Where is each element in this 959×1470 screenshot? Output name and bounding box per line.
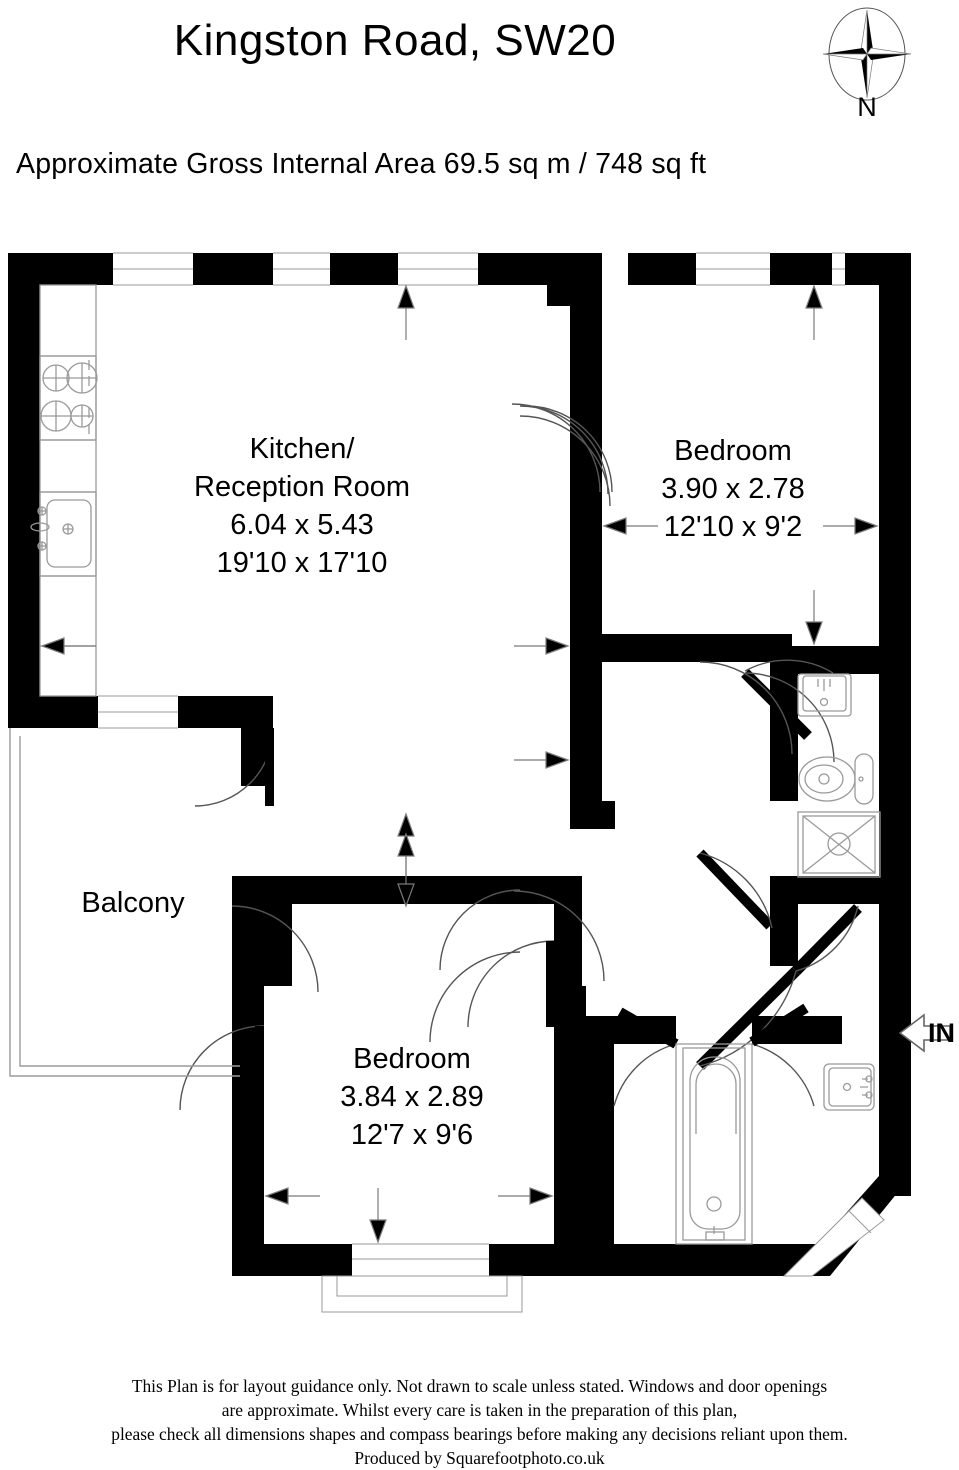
dimension-markers-extra: [397, 832, 415, 876]
room-label-bedroom-2: Bedroom 3.84 x 2.89 12'7 x 9'6: [340, 1043, 484, 1151]
footer-line-4: Produced by Squarefootphoto.co.uk: [354, 1448, 605, 1469]
bedroom1-metric: 3.90 x 2.78: [661, 473, 805, 505]
hall-door-arcs: [429, 405, 611, 1043]
washbasin-icon: [823, 1063, 875, 1111]
floorplan-drawing: Kitchen/ Reception Room 6.04 x 5.43 19'1…: [8, 252, 955, 1313]
bathtub-icon: [675, 1043, 753, 1245]
dimension-arrow-bedroom1-top: [805, 284, 823, 340]
footer-disclaimer: This Plan is for layout guidance only. N…: [0, 1374, 959, 1470]
shower-tray-icon: [797, 811, 881, 878]
doors: [179, 403, 862, 1111]
dimension-arrow-bedroom1-left: [602, 517, 658, 535]
sink-icon: [30, 491, 97, 577]
bedroom2-name: Bedroom: [353, 1043, 471, 1075]
toilet-icon: [798, 753, 874, 805]
kitchen-name-line2: Reception Room: [194, 471, 410, 503]
dimension-arrow-up-kitchen: [397, 284, 415, 340]
compass-rose-icon: [812, 6, 922, 124]
dimension-arrow-bedroom1-right: [823, 517, 879, 535]
dimension-arrow-bedroom2-bottom: [369, 1188, 387, 1244]
dimension-arrow-kitchen-right-mid: [514, 751, 570, 769]
dimension-arrow-left: [40, 637, 96, 655]
dimension-arrow-right: [514, 637, 570, 655]
hob-icon: [39, 355, 98, 441]
kitchen-imperial: 19'10 x 17'10: [217, 547, 388, 579]
footer-line-2: are approximate. Whilst every care is ta…: [221, 1400, 738, 1421]
compass-north-label: N: [857, 92, 877, 122]
footer-line-1: This Plan is for layout guidance only. N…: [131, 1376, 828, 1396]
footer-line-3: please check all dimensions shapes and c…: [111, 1424, 848, 1445]
dimension-arrow-bedroom2-left: [264, 1187, 320, 1205]
kitchen-counter: [39, 284, 97, 697]
balcony-railing: [9, 728, 240, 1077]
gross-internal-area: Approximate Gross Internal Area 69.5 sq …: [16, 148, 707, 180]
dimension-arrow-bedroom1-bottom: [805, 590, 823, 646]
room-label-kitchen-reception: Kitchen/ Reception Room 6.04 x 5.43 19'1…: [194, 433, 410, 579]
kitchen-name-line1: Kitchen/: [250, 433, 356, 465]
bedroom2-imperial: 12'7 x 9'6: [351, 1119, 473, 1151]
bedroom2-metric: 3.84 x 2.89: [340, 1081, 484, 1113]
entrance-marker: IN: [898, 1013, 955, 1053]
kitchen-metric: 6.04 x 5.43: [230, 509, 374, 541]
room-label-balcony: Balcony: [81, 887, 185, 919]
arrow-left-icon: [898, 1013, 951, 1053]
washbasin-icon: [797, 673, 852, 717]
page-title: Kingston Road, SW20: [173, 16, 617, 65]
room-label-bedroom-1: Bedroom 3.90 x 2.78 12'10 x 9'2: [661, 435, 805, 543]
bedroom1-imperial: 12'10 x 9'2: [664, 511, 802, 543]
walls: [8, 252, 911, 1313]
dimension-arrow-bedroom2-right: [498, 1187, 554, 1205]
balcony-name: Balcony: [81, 887, 185, 919]
entrance-label: IN: [928, 1018, 955, 1048]
bedroom1-name: Bedroom: [674, 435, 792, 467]
